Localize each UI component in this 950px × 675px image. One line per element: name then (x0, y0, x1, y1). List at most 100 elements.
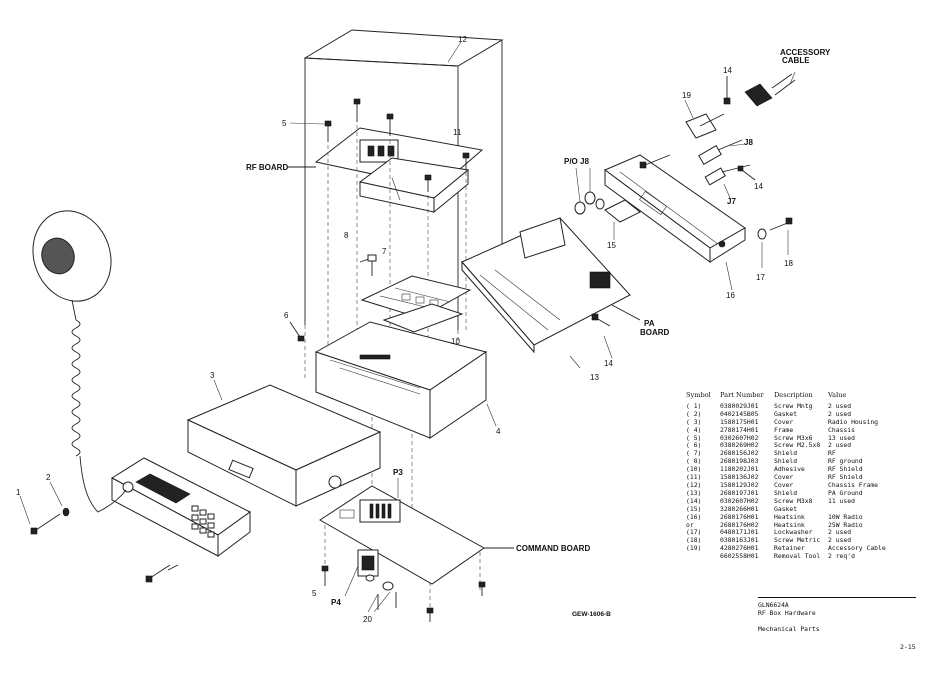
cell-value: 10W Radio (828, 512, 863, 521)
cell-description: Cover (774, 417, 794, 426)
callout-7: 7 (382, 247, 387, 256)
cell-part-number: 1580129J02 (720, 480, 759, 489)
cell-description: Screw M2.5x8 (774, 441, 821, 450)
parts-list-table: Symbol Part Number Description Value ( 1… (686, 391, 908, 561)
cell-description: Retainer (774, 544, 805, 553)
cell-value: RF Shield (828, 465, 863, 474)
cell-value: RF Shield (828, 473, 863, 482)
microphone (32, 210, 127, 513)
cell-symbol: (17) (686, 528, 702, 537)
cell-symbol: (10) (686, 465, 702, 474)
screw-set-heatsink (639, 154, 756, 181)
cell-part-number: 2680176H02 (720, 520, 759, 529)
screw-set-rf (324, 98, 470, 192)
connector-washers (574, 167, 605, 215)
chassis-frame (314, 321, 488, 439)
adhesive-pad (382, 303, 464, 333)
cell-part-number: 6602558H01 (720, 552, 759, 561)
label-p4: P4 (331, 598, 341, 607)
cell-value: 11 used (828, 496, 855, 505)
cell-part-number: 4280276H01 (720, 544, 759, 553)
cell-value: RF (828, 449, 836, 458)
page-number: 2-15 (900, 643, 916, 651)
cell-value: RF ground (828, 457, 863, 466)
cell-part-number: 1580175H01 (720, 417, 759, 426)
cell-part-number: 2680198J03 (720, 457, 759, 466)
label-accessory-cable-line2: CABLE (782, 56, 810, 65)
cell-part-number: 0380163J01 (720, 536, 759, 545)
cell-symbol: (14) (686, 496, 702, 505)
header-symbol: Symbol (686, 391, 711, 399)
callout-6: 6 (284, 311, 289, 320)
cell-description: Heatsink (774, 512, 805, 521)
label-command-board: COMMAND BOARD (516, 544, 590, 553)
cell-value: 2 used (828, 528, 852, 537)
cell-description: Frame (774, 425, 794, 434)
callout-4: 4 (496, 427, 501, 436)
rf-ground-shield (359, 254, 377, 276)
kit-number: GLN6624A (758, 601, 789, 609)
callout-13: 13 (590, 373, 599, 382)
cell-part-number: 2780174H01 (720, 425, 759, 434)
heatsink (604, 154, 746, 263)
cell-part-number: 3280266H01 (720, 504, 759, 513)
cell-description: Screw Metric (774, 536, 821, 545)
cell-symbol: ( 3) (686, 417, 702, 426)
cell-value: 2 used (828, 401, 852, 410)
callout-10: 10 (451, 337, 460, 346)
cell-part-number: 0380269H02 (720, 441, 759, 450)
cell-description: Screw M3x8 (774, 496, 813, 505)
command-board (319, 485, 485, 585)
cell-value: 25W Radio (828, 520, 863, 529)
callout-5-bottom: 5 (312, 589, 317, 598)
callout-18: 18 (784, 259, 793, 268)
cell-symbol: or (686, 520, 694, 529)
cell-part-number: 2680156J02 (720, 449, 759, 458)
cell-description: Gasket (774, 504, 798, 513)
label-p3: P3 (393, 468, 403, 477)
section-name: Mechanical Parts (758, 625, 820, 633)
cell-description: Adhesive (774, 465, 805, 474)
cell-symbol: (18) (686, 536, 702, 545)
accessory-cable (744, 73, 796, 107)
cell-part-number: 2680176H01 (720, 512, 759, 521)
callout-5-top: 5 (282, 119, 287, 128)
label-pa-board-line2: BOARD (640, 328, 670, 337)
cell-description: Cover (774, 480, 794, 489)
cell-symbol: ( 4) (686, 425, 702, 434)
label-accessory-cable-line1: ACCESSORY (780, 48, 831, 57)
callout-15: 15 (607, 241, 616, 250)
label-pa-board-line1: PA (644, 319, 655, 328)
cell-description: Shield (774, 457, 798, 466)
cell-part-number: 1180202J01 (720, 465, 759, 474)
cell-symbol: ( 1) (686, 401, 702, 410)
callout-17: 17 (756, 273, 765, 282)
pa-board (461, 217, 631, 354)
cell-symbol: (11) (686, 473, 702, 482)
label-j7: J7 (727, 197, 736, 206)
figure-code: GEW-1606-B (572, 611, 611, 618)
parts-table-header: Symbol Part Number Description Value (686, 391, 908, 400)
label-po-j8: P/O J8 (564, 157, 589, 166)
gasket (604, 199, 641, 223)
cell-description: Shield (774, 449, 798, 458)
cell-description: Lockwasher (774, 528, 813, 537)
cell-symbol: ( 5) (686, 433, 702, 442)
cell-part-number: 2680197J01 (720, 488, 759, 497)
cell-description: Gasket (774, 409, 798, 418)
cell-value: 2 used (828, 409, 852, 418)
